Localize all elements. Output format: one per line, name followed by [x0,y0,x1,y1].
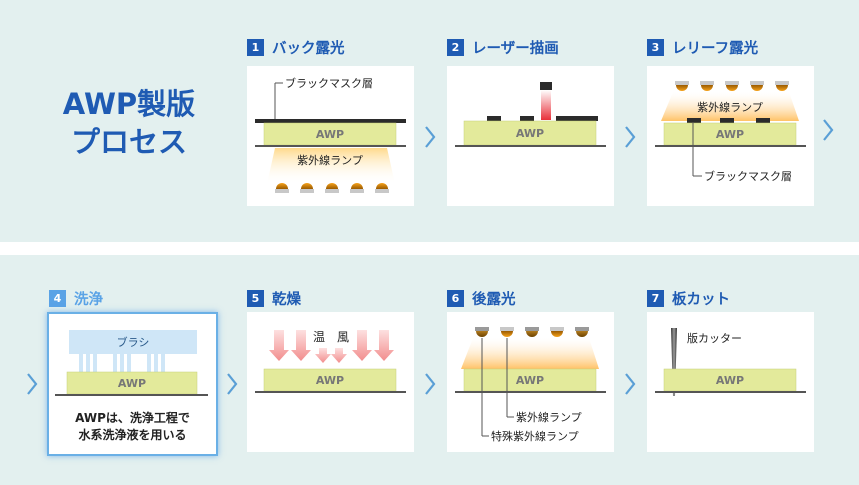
step-4-panel: ブラシ AWP AWPは、洗浄工程で 水系洗浄液を用いる [47,312,218,456]
chevron-right-icon [424,372,436,396]
uv-lamps [275,183,389,193]
mask-segment [520,116,534,121]
chevron-right-icon [822,118,834,142]
black-mask-layer [255,119,406,123]
base-line [455,391,606,393]
chevron-right-icon [26,372,38,396]
uv-lamps [675,81,789,91]
cutter-label: 版カッター [687,331,742,345]
title-line-1: AWP製版 [62,87,196,121]
uv-lamp-label: 紫外線ランプ [516,410,582,424]
step-5-number: 5 [247,289,264,307]
step-5-panel: 温 風 AWP [247,312,414,452]
mask-segment [487,116,501,121]
awp-label: AWP [316,128,344,141]
step-3-header: 3 レリーフ露光 [647,37,758,57]
step-7-panel: 版カッター AWP [647,312,814,452]
warm-air-label: 温 風 [313,330,349,344]
plate-cut-diagram: 版カッター AWP [655,328,806,396]
mask-segment [687,118,701,123]
mask-segment [720,118,734,123]
chevron-right-icon [226,372,238,396]
step-7-label: 板カット [672,291,730,308]
laser-head [540,82,552,90]
step-5-label: 乾燥 [272,291,301,308]
lamps [475,327,589,337]
washing-note-line-1: AWPは、洗浄工程で [75,411,190,425]
black-mask-label: ブラックマスク層 [704,169,792,183]
chevron-right-icon [424,125,436,149]
base-line [55,394,208,396]
brush-label: ブラシ [117,335,150,349]
laser-beam [541,90,551,120]
awp-label: AWP [716,128,744,141]
awp-label: AWP [516,374,544,387]
step-4-number: 4 [49,289,66,307]
step-1-panel: ブラックマスク層 AWP 紫外線ランプ [247,66,414,206]
step-7-header: 7 板カット [647,288,730,308]
base-line [255,145,406,147]
step-6-header: 6 後露光 [447,288,516,308]
base-line [655,391,806,393]
title-line-2: プロセス [70,125,187,159]
step-2-label: レーザー描画 [472,40,559,57]
step-5-header: 5 乾燥 [247,288,301,308]
uv-light-glow [661,92,799,121]
black-mask-label: ブラックマスク層 [285,76,373,90]
step-1-header: 1 バック露光 [247,37,345,57]
special-uv-lamp-label: 特殊紫外線ランプ [491,429,579,443]
chevron-right-icon [624,372,636,396]
laser-drawing-diagram: AWP [455,82,606,147]
washing-note-line-2: 水系洗浄液を用いる [78,428,187,442]
drying-diagram: 温 風 AWP [255,330,406,393]
warm-air-arrows [269,330,394,363]
base-line [655,145,806,147]
awp-label: AWP [716,374,744,387]
base-line [455,145,606,147]
step-7-number: 7 [647,289,664,307]
chevron-right-icon [624,125,636,149]
light-glow [461,338,599,369]
step-3-number: 3 [647,38,664,56]
step-6-number: 6 [447,289,464,307]
washing-note: AWPは、洗浄工程で 水系洗浄液を用いる [49,410,216,444]
step-1-number: 1 [247,38,264,56]
back-exposure-diagram: ブラックマスク層 AWP 紫外線ランプ [255,76,406,193]
uv-lamp-label: 紫外線ランプ [697,100,763,114]
base-line [255,391,406,393]
awp-label: AWP [516,127,544,140]
step-3-label: レリーフ露光 [672,40,759,57]
uv-light-glow [267,148,395,184]
step-6-panel: AWP 紫外線ランプ 特殊紫外線ランプ [447,312,614,452]
relief-exposure-diagram: 紫外線ランプ AWP ブラックマスク層 [655,81,806,183]
mask-segment [556,116,598,121]
step-3-panel: 紫外線ランプ AWP ブラックマスク層 [647,66,814,206]
awp-plate [463,120,597,146]
mask-segment [756,118,770,123]
brush-head [69,330,197,354]
step-6-label: 後露光 [472,291,516,308]
step-4-header: 4 洗浄 [49,288,103,308]
step-4-label: 洗浄 [74,291,103,308]
post-exposure-diagram: AWP 紫外線ランプ 特殊紫外線ランプ [455,327,606,443]
step-2-panel: AWP [447,66,614,206]
step-2-number: 2 [447,38,464,56]
washing-diagram: ブラシ AWP [55,330,208,396]
awp-label: AWP [118,377,146,390]
uv-lamp-label: 紫外線ランプ [297,153,363,167]
step-1-label: バック露光 [272,40,345,57]
step-2-header: 2 レーザー描画 [447,37,559,57]
page-title: AWP製版 プロセス [44,85,214,161]
awp-label: AWP [316,374,344,387]
brush-bristles [79,354,165,372]
